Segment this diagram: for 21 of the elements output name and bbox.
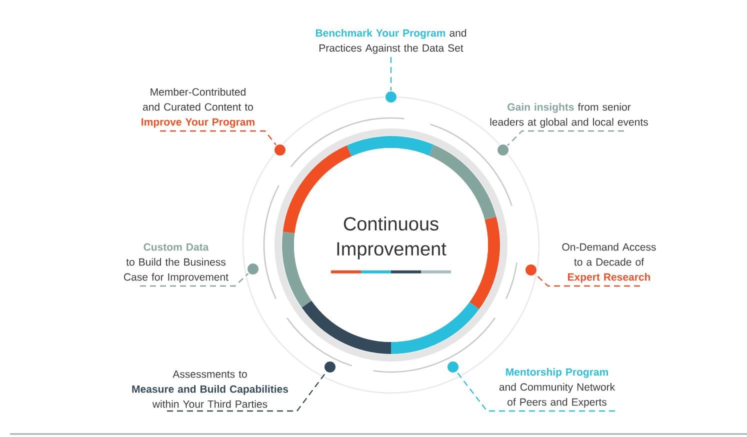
marker-dot — [496, 144, 510, 156]
leader-line — [535, 274, 640, 287]
marker-dot — [324, 360, 336, 374]
callout-text: On-Demand Access to a Decade of Expert Research — [562, 243, 656, 283]
marker-dot — [246, 262, 260, 276]
leader-line — [390, 57, 392, 90]
leader-line — [140, 273, 249, 287]
leader-line — [456, 372, 615, 412]
callout-text: Custom Data to Build the Business Case for Improvement — [124, 243, 228, 283]
leader-line — [507, 130, 624, 146]
callout-text: Member-Contributed and Curated Content to Improve Your Program — [142, 88, 254, 128]
callout-text: Benchmark Your Program and Practices Against the Data Set — [316, 29, 466, 54]
marker-dot — [274, 144, 286, 156]
callout-text: Gain insights from senior leaders at global and local events — [490, 103, 648, 128]
marker-dot — [524, 264, 538, 276]
callout-text: Assessments to Measure and Build Capabilities within Your Third Parties — [132, 370, 288, 408]
marker-dot — [446, 360, 460, 374]
marker-dot — [384, 90, 398, 104]
leader-line — [160, 130, 276, 146]
leader-line — [167, 372, 327, 412]
callout-text: Mentorship Program and Community Network of Peers and Experts — [499, 368, 616, 408]
